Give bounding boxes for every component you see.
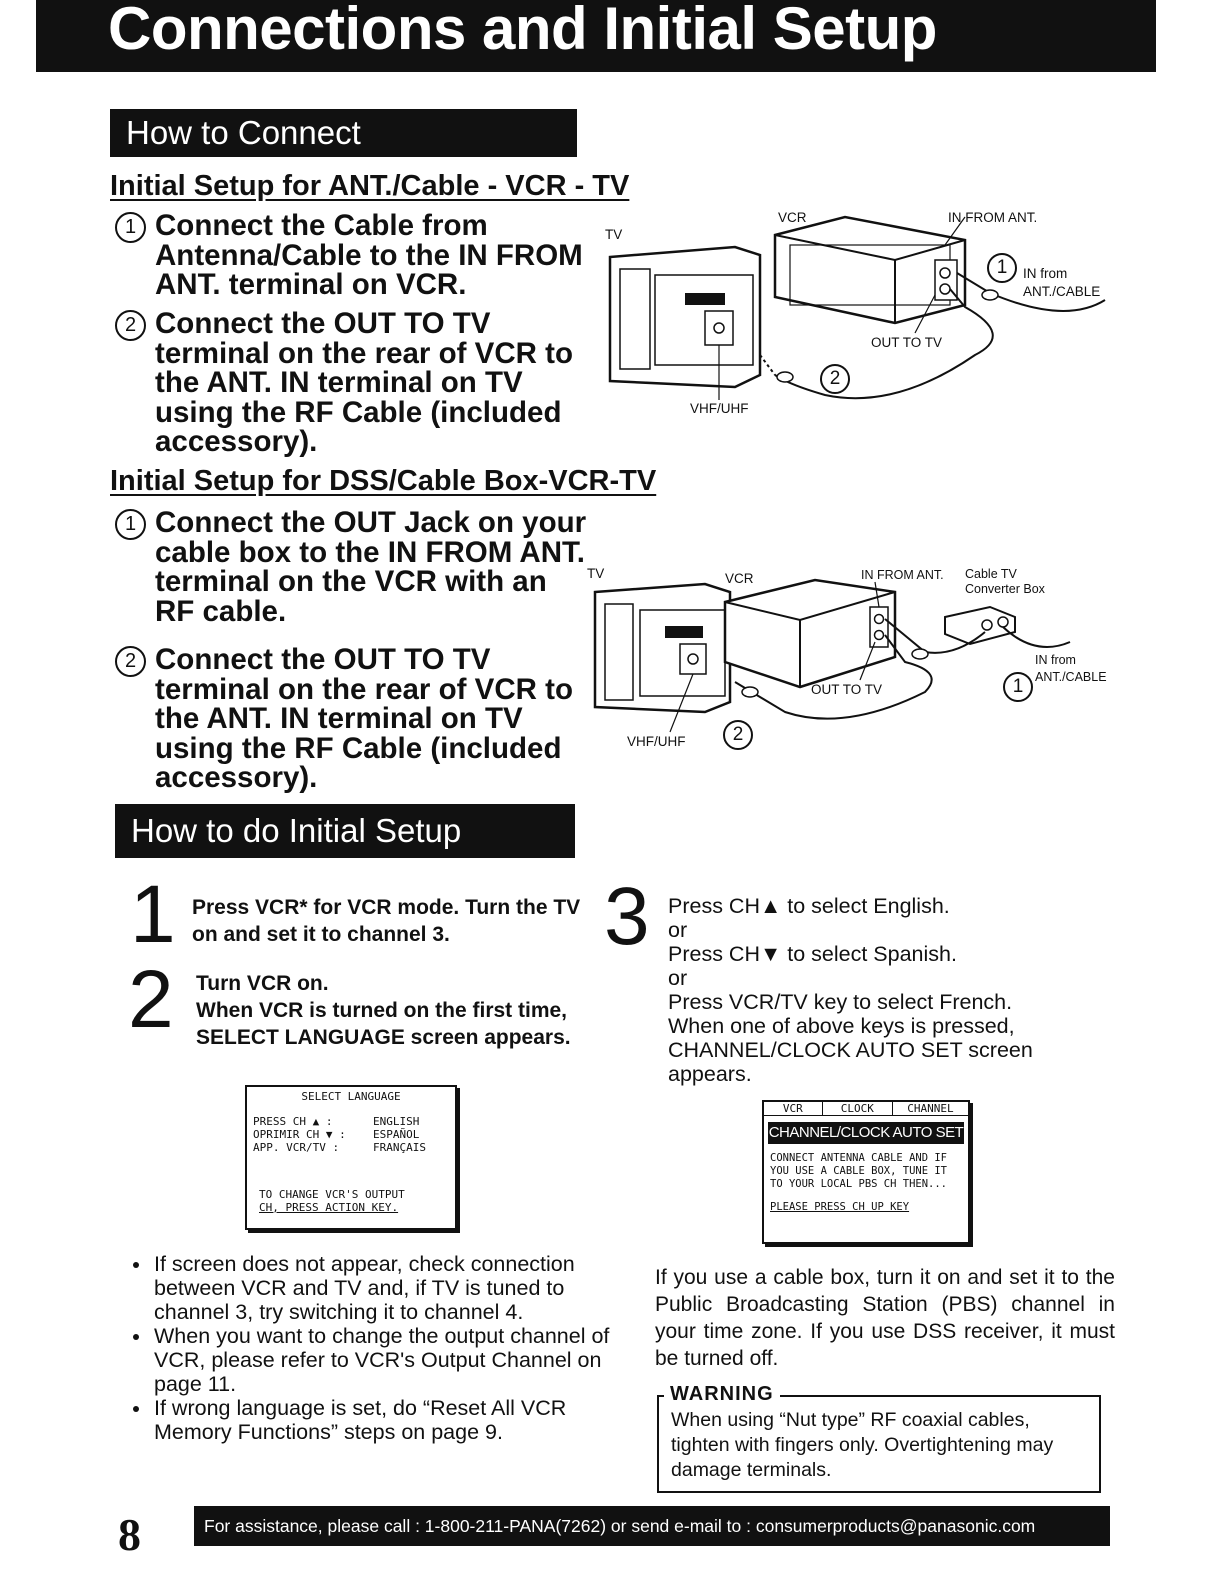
language-key: OPRIMIR CH ▼ : (253, 1128, 346, 1141)
marker-1: 1 (987, 253, 1017, 283)
step-number: 1 (115, 509, 146, 540)
vhf-uhf-label: VHF/UHF (690, 401, 749, 416)
step-text: Connect the Cable from Antenna/Cable to … (155, 209, 583, 301)
tv-label: TV (605, 227, 623, 242)
marker-2: 2 (820, 364, 850, 394)
setup-step-2-line-1: Turn VCR on. (196, 972, 329, 995)
cable-box-note: If you use a cable box, turn it on and s… (655, 1266, 1115, 1370)
vcr-label: VCR (725, 571, 754, 586)
language-row: APP. VCR/TV : FRANÇAIS (253, 1141, 455, 1154)
dss-diagram-drawing (593, 578, 1071, 733)
tab-clock: CLOCK (823, 1102, 893, 1115)
step-text: Connect the OUT Jack on your cable box t… (155, 506, 587, 628)
dss-setup-subtitle: Initial Setup for DSS/Cable Box-VCR-TV (110, 465, 657, 497)
note-item: If screen does not appear, check connect… (152, 1252, 622, 1324)
screen-footer-1: TO CHANGE VCR'S OUTPUT (259, 1188, 405, 1201)
step-3-line-1: Press CH▲ to select English. (668, 894, 950, 918)
in-from-cable-label: IN from ANT./CABLE (1035, 653, 1107, 684)
setup-step-3-text: Press CH▲ to select English. or Press CH… (668, 894, 1108, 1086)
step-3-line-2: Press CH▼ to select Spanish. (668, 942, 957, 966)
setup-step-2-text: Turn VCR on. When VCR is turned on the f… (196, 970, 596, 1051)
step-number: 2 (115, 646, 146, 677)
step-3-line-3: Press VCR/TV key to select French. (668, 990, 1013, 1014)
language-row: OPRIMIR CH ▼ : ESPAÑOL (253, 1128, 455, 1141)
step-text: Connect the OUT TO TV terminal on the re… (155, 643, 573, 794)
setup-step-1-number: 1 (130, 869, 176, 960)
antenna-setup-subtitle: Initial Setup for ANT./Cable - VCR - TV (110, 170, 630, 202)
setup-step-2-number: 2 (128, 954, 174, 1045)
tab-vcr: VCR (764, 1102, 823, 1115)
note-item: When you want to change the output chann… (152, 1324, 622, 1396)
select-language-screen: SELECT LANGUAGE PRESS CH ▲ : ENGLISH OPR… (245, 1085, 457, 1230)
language-key: APP. VCR/TV : (253, 1141, 340, 1154)
step-3-or-2: or (668, 966, 688, 990)
screen-footer: PLEASE PRESS CH UP KEY (770, 1201, 910, 1213)
setup-step-1-text: Press VCR* for VCR mode. Turn the TV on … (192, 896, 581, 946)
note-item: If wrong language is set, do “Reset All … (152, 1396, 622, 1444)
antenna-diagram-drawing (608, 215, 1106, 400)
step-number: 2 (115, 310, 146, 341)
screen-footer-2: CH, PRESS ACTION KEY. (259, 1201, 399, 1214)
warning-text: When using “Nut type” RF coaxial cables,… (671, 1409, 1054, 1481)
language-options: PRESS CH ▲ : ENGLISH OPRIMIR CH ▼ : ESPA… (247, 1115, 455, 1154)
language-key: PRESS CH ▲ : (253, 1115, 333, 1128)
dss-step-1: 1 Connect the OUT Jack on your cable box… (115, 508, 595, 633)
in-from-cable-label: IN from ANT./CABLE (1023, 266, 1101, 299)
channel-clock-auto-set-screen: VCR CLOCK CHANNEL CHANNEL/CLOCK AUTO SET… (762, 1100, 970, 1244)
initial-setup-header: How to do Initial Setup (115, 804, 575, 858)
antenna-step-1: 1 Connect the Cable from Antenna/Cable t… (115, 211, 605, 301)
antenna-step-2: 2 Connect the OUT TO TV terminal on the … (115, 309, 605, 459)
language-row: PRESS CH ▲ : ENGLISH (253, 1115, 455, 1128)
setup-notes-list: If screen does not appear, check connect… (130, 1252, 622, 1444)
language-value: FRANÇAIS (373, 1141, 426, 1154)
vhf-uhf-label: VHF/UHF (627, 734, 686, 749)
step-3-line-4: When one of above keys is pressed, CHANN… (668, 1014, 1033, 1086)
antenna-connection-diagram: TV VCR IN FROM ANT. 1 IN from ANT./CABLE… (595, 205, 1115, 425)
step-text: Connect the OUT TO TV terminal on the re… (155, 307, 573, 458)
out-to-tv-label: OUT TO TV (811, 682, 883, 697)
screen-title-bar: CHANNEL/CLOCK AUTO SET (768, 1122, 964, 1144)
language-value: ENGLISH (373, 1115, 420, 1128)
how-to-connect-header: How to Connect (110, 109, 577, 157)
setup-step-3-number: 3 (604, 871, 650, 962)
warning-box: When using “Nut type” RF coaxial cables,… (657, 1395, 1101, 1493)
in-from-ant-label: IN FROM ANT. (861, 568, 944, 582)
tab-channel: CHANNEL (907, 1102, 954, 1115)
tv-label: TV (587, 566, 605, 581)
warning-title: WARNING (664, 1383, 780, 1406)
page-title: Connections and Initial Setup (36, 0, 1156, 72)
screen-tabs: VCR CLOCK CHANNEL (764, 1102, 968, 1116)
vcr-label: VCR (778, 210, 807, 225)
in-from-ant-label: IN FROM ANT. (948, 210, 1038, 225)
step-3-or-1: or (668, 918, 688, 942)
marker-2: 2 (723, 720, 753, 750)
screen-body: CONNECT ANTENNA CABLE AND IF YOU USE A C… (770, 1152, 948, 1190)
step-number: 1 (115, 212, 146, 243)
screen-title: SELECT LANGUAGE (301, 1090, 401, 1103)
page-number: 8 (118, 1509, 141, 1560)
setup-step-2-line-2: When VCR is turned on the first time, SE… (196, 999, 571, 1049)
language-value: ESPAÑOL (373, 1128, 420, 1141)
dss-connection-diagram: TV VCR IN FROM ANT. Cable TV Converter B… (585, 562, 1115, 757)
out-to-tv-label: OUT TO TV (871, 335, 943, 350)
converter-box-label: Cable TV Converter Box (965, 567, 1045, 596)
assistance-footer: For assistance, please call : 1-800-211-… (194, 1506, 1110, 1546)
dss-step-2: 2 Connect the OUT TO TV terminal on the … (115, 645, 595, 795)
marker-1: 1 (1003, 672, 1033, 702)
